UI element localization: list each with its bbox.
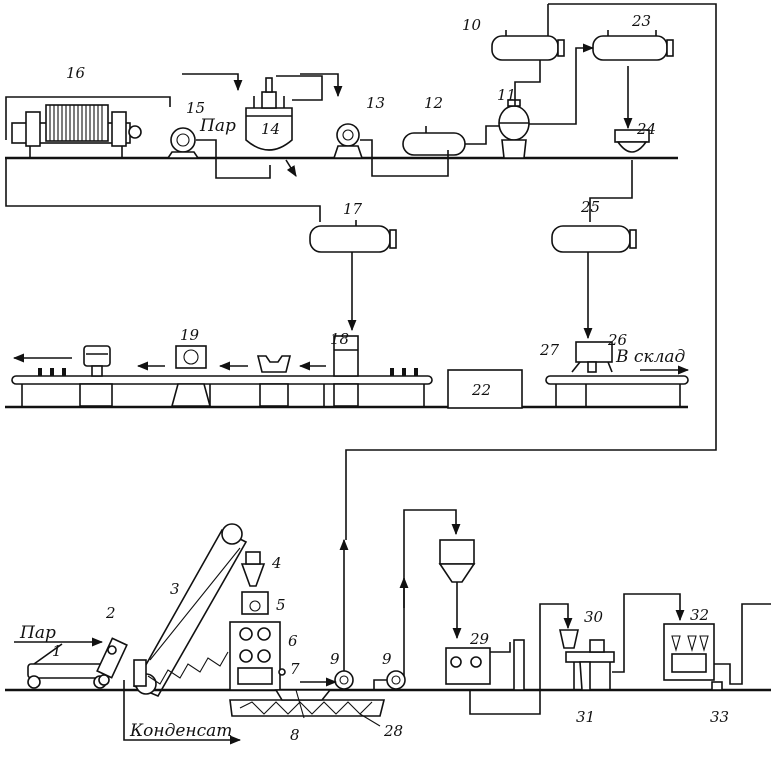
label-18: 18 xyxy=(330,330,349,348)
label-2: 2 xyxy=(105,604,116,622)
to-warehouse-label: В склад xyxy=(615,347,686,367)
pump-13 xyxy=(332,123,364,159)
machine-26 xyxy=(571,341,613,373)
leader-8 xyxy=(295,689,305,719)
heat-exchanger-23 xyxy=(592,30,674,61)
label-16: 16 xyxy=(66,64,86,82)
label-12: 12 xyxy=(424,94,443,112)
leader-28 xyxy=(359,713,381,727)
pipe-30-32 xyxy=(612,593,685,673)
unit-22 xyxy=(447,369,523,409)
hopper-4 xyxy=(240,551,266,587)
machine-capping xyxy=(170,345,212,407)
tank-17 xyxy=(309,220,397,332)
label-15: 15 xyxy=(186,99,205,117)
bucket-elevator-3 xyxy=(132,523,248,698)
condensate-label: Конденсат xyxy=(129,721,232,741)
cyclone xyxy=(438,539,476,640)
label-31: 31 xyxy=(576,708,595,726)
label-4: 4 xyxy=(271,554,282,572)
label-22: 22 xyxy=(471,381,491,399)
apparatus-11 xyxy=(498,99,530,159)
label-6: 6 xyxy=(288,632,298,650)
label-30: 30 xyxy=(584,608,604,626)
label-28: 28 xyxy=(383,722,403,740)
filter-press xyxy=(11,104,142,158)
label-24: 24 xyxy=(636,120,656,138)
pump-9a xyxy=(334,538,354,690)
flow-to-pump-b xyxy=(373,679,387,690)
pipe-32-out xyxy=(714,603,771,685)
heat-exchanger-10 xyxy=(491,30,565,61)
screw-conveyor-28 xyxy=(229,689,386,717)
reactor-14 xyxy=(245,77,293,151)
label-14: 14 xyxy=(261,120,280,138)
apparatus-1 xyxy=(27,643,109,689)
label-25: 25 xyxy=(580,198,600,216)
label-19: 19 xyxy=(180,326,200,344)
label-3: 3 xyxy=(170,580,180,598)
top-floor-pipes xyxy=(5,3,717,540)
apparatus-29 xyxy=(445,603,573,715)
label-8: 8 xyxy=(290,726,300,744)
label-11: 11 xyxy=(497,86,516,104)
crusher-5 xyxy=(241,591,269,615)
label-13: 13 xyxy=(366,94,385,112)
label-33: 33 xyxy=(710,708,729,726)
label-10: 10 xyxy=(462,16,482,34)
pump-33 xyxy=(711,681,723,691)
steam-label-top: Пар xyxy=(199,116,236,136)
apparatus-32 xyxy=(663,623,715,681)
label-1: 1 xyxy=(52,642,62,660)
machine-filling-18 xyxy=(333,335,359,407)
steam-label-left: Пар xyxy=(19,623,56,643)
tank-12 xyxy=(402,126,466,156)
label-7: 7 xyxy=(290,660,300,678)
label-27: 27 xyxy=(539,341,560,359)
apparatus-24 xyxy=(614,129,650,153)
label-26: 26 xyxy=(607,331,628,349)
label-5: 5 xyxy=(276,596,286,614)
label-9b: 9 xyxy=(382,650,392,668)
apparatus-30 xyxy=(559,629,615,691)
label-23: 23 xyxy=(631,12,651,30)
label-29: 29 xyxy=(469,630,490,648)
machine-labeling xyxy=(256,355,292,407)
machine-packing xyxy=(79,345,113,407)
pump-15 xyxy=(166,127,200,159)
tank-25 xyxy=(551,225,637,340)
filling-conveyor xyxy=(11,368,433,407)
condensate-pipe xyxy=(123,680,242,745)
mill-6 xyxy=(229,621,281,691)
label-32: 32 xyxy=(690,606,709,624)
warehouse-conveyor xyxy=(545,375,689,407)
label-17: 17 xyxy=(343,200,363,218)
apparatus-2 xyxy=(96,637,128,686)
valve-7 xyxy=(278,668,286,676)
label-9a: 9 xyxy=(330,650,340,668)
